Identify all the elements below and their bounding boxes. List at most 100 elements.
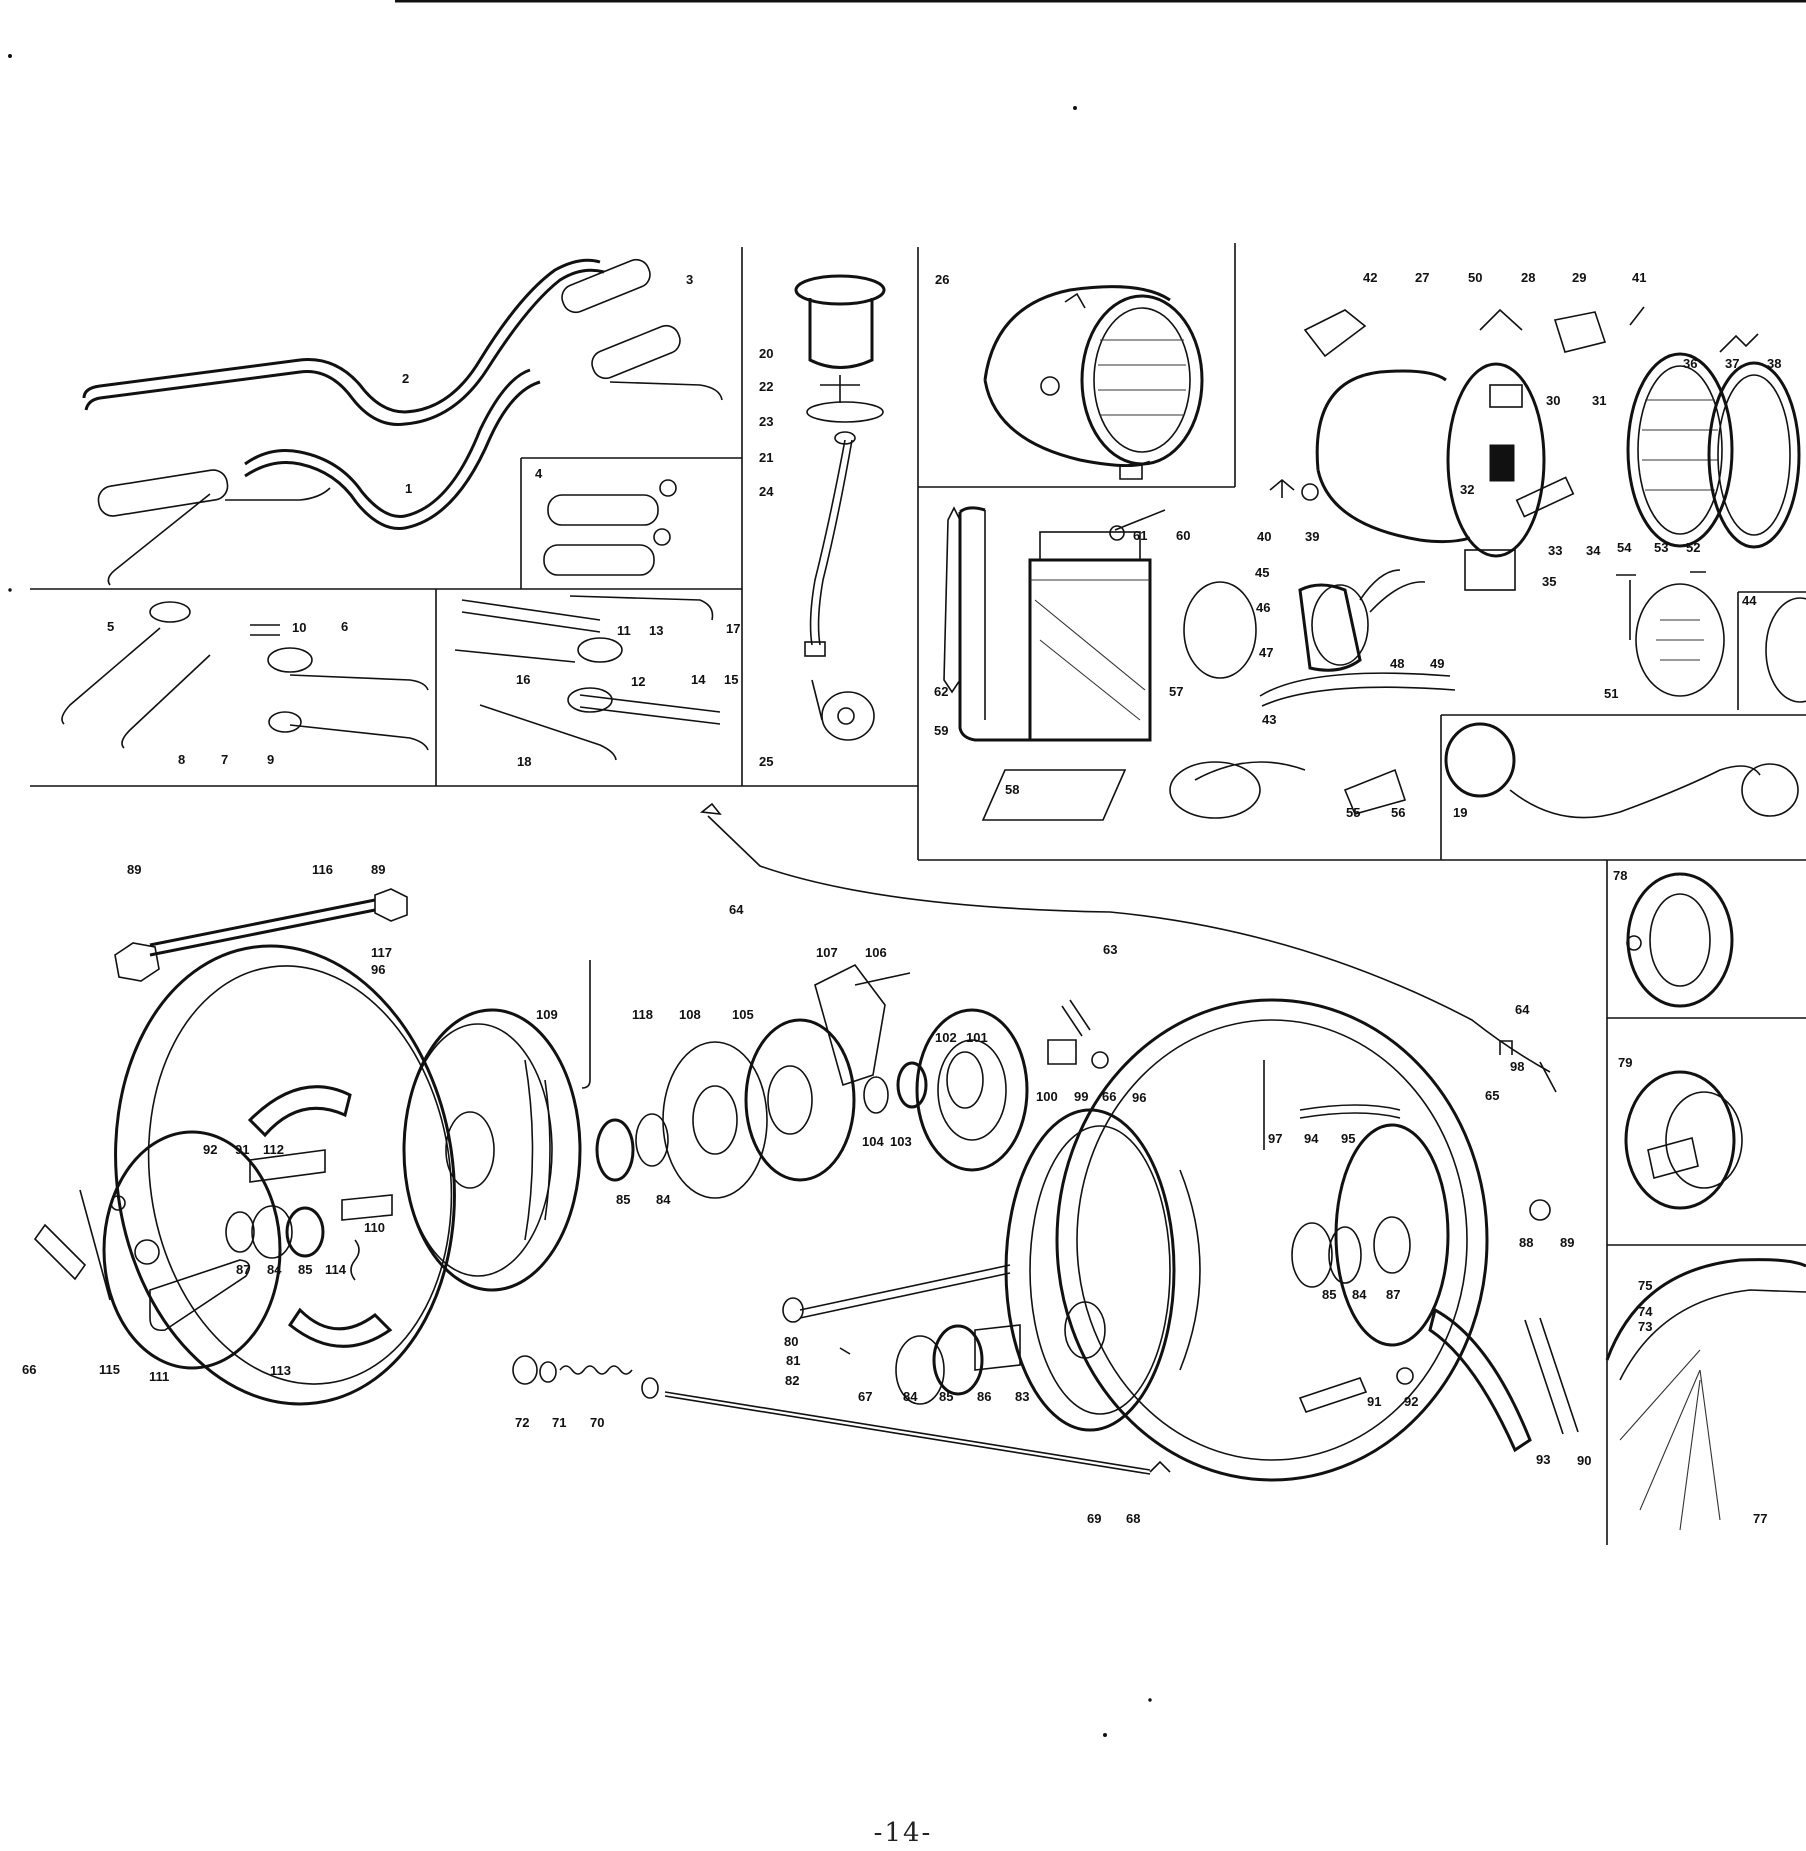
part-callout-41: 41 [1632, 270, 1647, 285]
part-callout-44: 44 [1742, 593, 1757, 608]
part-callout-106: 106 [865, 945, 887, 960]
part-callout-85: 85 [939, 1389, 954, 1404]
part-callout-89: 89 [1560, 1235, 1575, 1250]
part-callout-35: 35 [1542, 574, 1557, 589]
part-callout-73: 73 [1638, 1319, 1653, 1334]
part-callout-87: 87 [236, 1262, 251, 1277]
handlebar-drawing [82, 258, 723, 586]
part-callout-84: 84 [267, 1262, 282, 1277]
part-callout-89: 89 [371, 862, 386, 877]
part-callout-117: 117 [371, 945, 392, 960]
part-callout-85: 85 [616, 1192, 631, 1207]
part-callout-46: 46 [1256, 600, 1271, 615]
part-callout-58: 58 [1005, 782, 1020, 797]
part-callout-37: 37 [1725, 356, 1740, 371]
part-callout-109: 109 [536, 1007, 558, 1022]
alt-speedometer-drawing [1444, 722, 1799, 819]
battery-horn-drawing [943, 506, 1725, 821]
part-callout-96: 96 [1132, 1090, 1147, 1105]
part-callout-82: 82 [785, 1373, 800, 1388]
part-callout-65: 65 [1485, 1088, 1500, 1103]
part-callout-36: 36 [1683, 356, 1698, 371]
part-callout-51: 51 [1604, 686, 1619, 701]
part-callout-34: 34 [1586, 543, 1601, 558]
part-callout-84: 84 [1352, 1287, 1367, 1302]
part-callout-4: 4 [535, 466, 543, 481]
part-callout-38: 38 [1767, 356, 1782, 371]
part-callout-107: 107 [816, 945, 838, 960]
part-callout-118: 118 [632, 1007, 653, 1022]
part-callout-84: 84 [903, 1389, 918, 1404]
part-callout-85: 85 [1322, 1287, 1337, 1302]
part-callout-24: 24 [759, 484, 774, 499]
part-callout-17: 17 [726, 621, 741, 636]
part-callout-15: 15 [724, 672, 739, 687]
part-callout-92: 92 [203, 1142, 218, 1157]
panel-frame [30, 243, 1806, 1545]
part-callout-113: 113 [270, 1363, 291, 1378]
part-callout-79: 79 [1618, 1055, 1633, 1070]
part-callout-77: 77 [1753, 1511, 1768, 1526]
part-callout-87: 87 [1386, 1287, 1401, 1302]
part-callout-30: 30 [1546, 393, 1561, 408]
part-callout-43: 43 [1262, 712, 1277, 727]
part-callout-23: 23 [759, 414, 774, 429]
part-callout-53: 53 [1654, 540, 1669, 555]
part-callout-103: 103 [890, 1134, 912, 1149]
part-callout-64: 64 [729, 902, 744, 917]
part-callout-81: 81 [786, 1353, 801, 1368]
part-callout-91: 91 [1367, 1394, 1382, 1409]
scan-specks [8, 54, 1152, 1737]
part-callout-86: 86 [977, 1389, 992, 1404]
part-callout-72: 72 [515, 1415, 530, 1430]
part-callout-29: 29 [1572, 270, 1587, 285]
part-callout-54: 54 [1617, 540, 1632, 555]
part-callout-22: 22 [759, 379, 774, 394]
part-callout-26: 26 [935, 272, 950, 287]
part-callout-89: 89 [127, 862, 142, 877]
part-callout-100: 100 [1036, 1089, 1058, 1104]
part-callout-85: 85 [298, 1262, 313, 1277]
part-callout-48: 48 [1390, 656, 1405, 671]
part-callout-9: 9 [267, 752, 275, 767]
part-callout-83: 83 [1015, 1389, 1030, 1404]
part-callout-5: 5 [107, 619, 115, 634]
part-callout-84: 84 [656, 1192, 671, 1207]
part-callout-7: 7 [221, 752, 229, 767]
part-callout-62: 62 [934, 684, 949, 699]
part-callout-116: 116 [312, 862, 333, 877]
part-callout-55: 55 [1346, 805, 1361, 820]
part-callout-91: 91 [235, 1142, 250, 1157]
controls-drawing [454, 595, 721, 761]
part-callout-18: 18 [517, 754, 532, 769]
part-callout-71: 71 [552, 1415, 567, 1430]
part-callout-78: 78 [1613, 868, 1628, 883]
wheel-assembly-drawing [33, 802, 1579, 1482]
part-callout-49: 49 [1430, 656, 1445, 671]
part-callout-47: 47 [1259, 645, 1274, 660]
part-callout-12: 12 [631, 674, 646, 689]
part-callout-57: 57 [1169, 684, 1184, 699]
part-callout-64: 64 [1515, 1002, 1530, 1017]
part-callout-39: 39 [1305, 529, 1320, 544]
part-callout-93: 93 [1536, 1452, 1551, 1467]
part-callout-102: 102 [935, 1030, 957, 1045]
part-callout-67: 67 [858, 1389, 873, 1404]
part-callout-75: 75 [1638, 1278, 1653, 1293]
part-callout-63: 63 [1103, 942, 1118, 957]
part-callout-32: 32 [1460, 482, 1475, 497]
part-callout-90: 90 [1577, 1453, 1592, 1468]
part-callout-52: 52 [1686, 540, 1701, 555]
part-callout-98: 98 [1510, 1059, 1525, 1074]
part-callout-56: 56 [1391, 805, 1406, 820]
headlamp-exploded-drawing [1269, 306, 1801, 591]
alt-hub-drawing [1765, 597, 1806, 703]
part-callout-28: 28 [1521, 270, 1536, 285]
levers-drawing [61, 601, 429, 751]
part-callout-70: 70 [590, 1415, 605, 1430]
part-callout-16: 16 [516, 672, 531, 687]
part-callout-95: 95 [1341, 1131, 1356, 1146]
part-callout-115: 115 [99, 1362, 120, 1377]
part-callout-97: 97 [1268, 1131, 1283, 1146]
